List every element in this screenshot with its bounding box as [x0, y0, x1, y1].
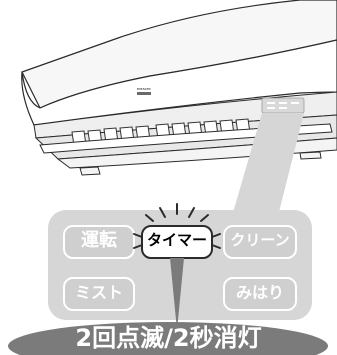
- ac-indicator-window: [261, 97, 305, 114]
- button-watch[interactable]: みはり: [235, 283, 284, 302]
- button-mist[interactable]: ミスト: [74, 283, 123, 302]
- button-operation[interactable]: 運転: [81, 230, 117, 251]
- button-clean[interactable]: クリーン: [230, 231, 290, 249]
- caption-text: 2回点滅/2秒消灯: [75, 324, 262, 352]
- ac-logo-plate: [137, 92, 151, 95]
- callout-beam: [232, 113, 304, 216]
- button-operation-shape: [63, 225, 135, 259]
- blink-rays: [133, 203, 221, 249]
- button-clean-shape: [223, 225, 297, 259]
- brand-mark: HITACHI: [137, 87, 151, 91]
- button-watch-shape: [223, 277, 297, 311]
- button-mist-shape: [63, 277, 135, 311]
- button-timer[interactable]: タイマー: [146, 231, 207, 249]
- caption-ellipse: [8, 322, 328, 355]
- caption-pointer: [170, 258, 184, 330]
